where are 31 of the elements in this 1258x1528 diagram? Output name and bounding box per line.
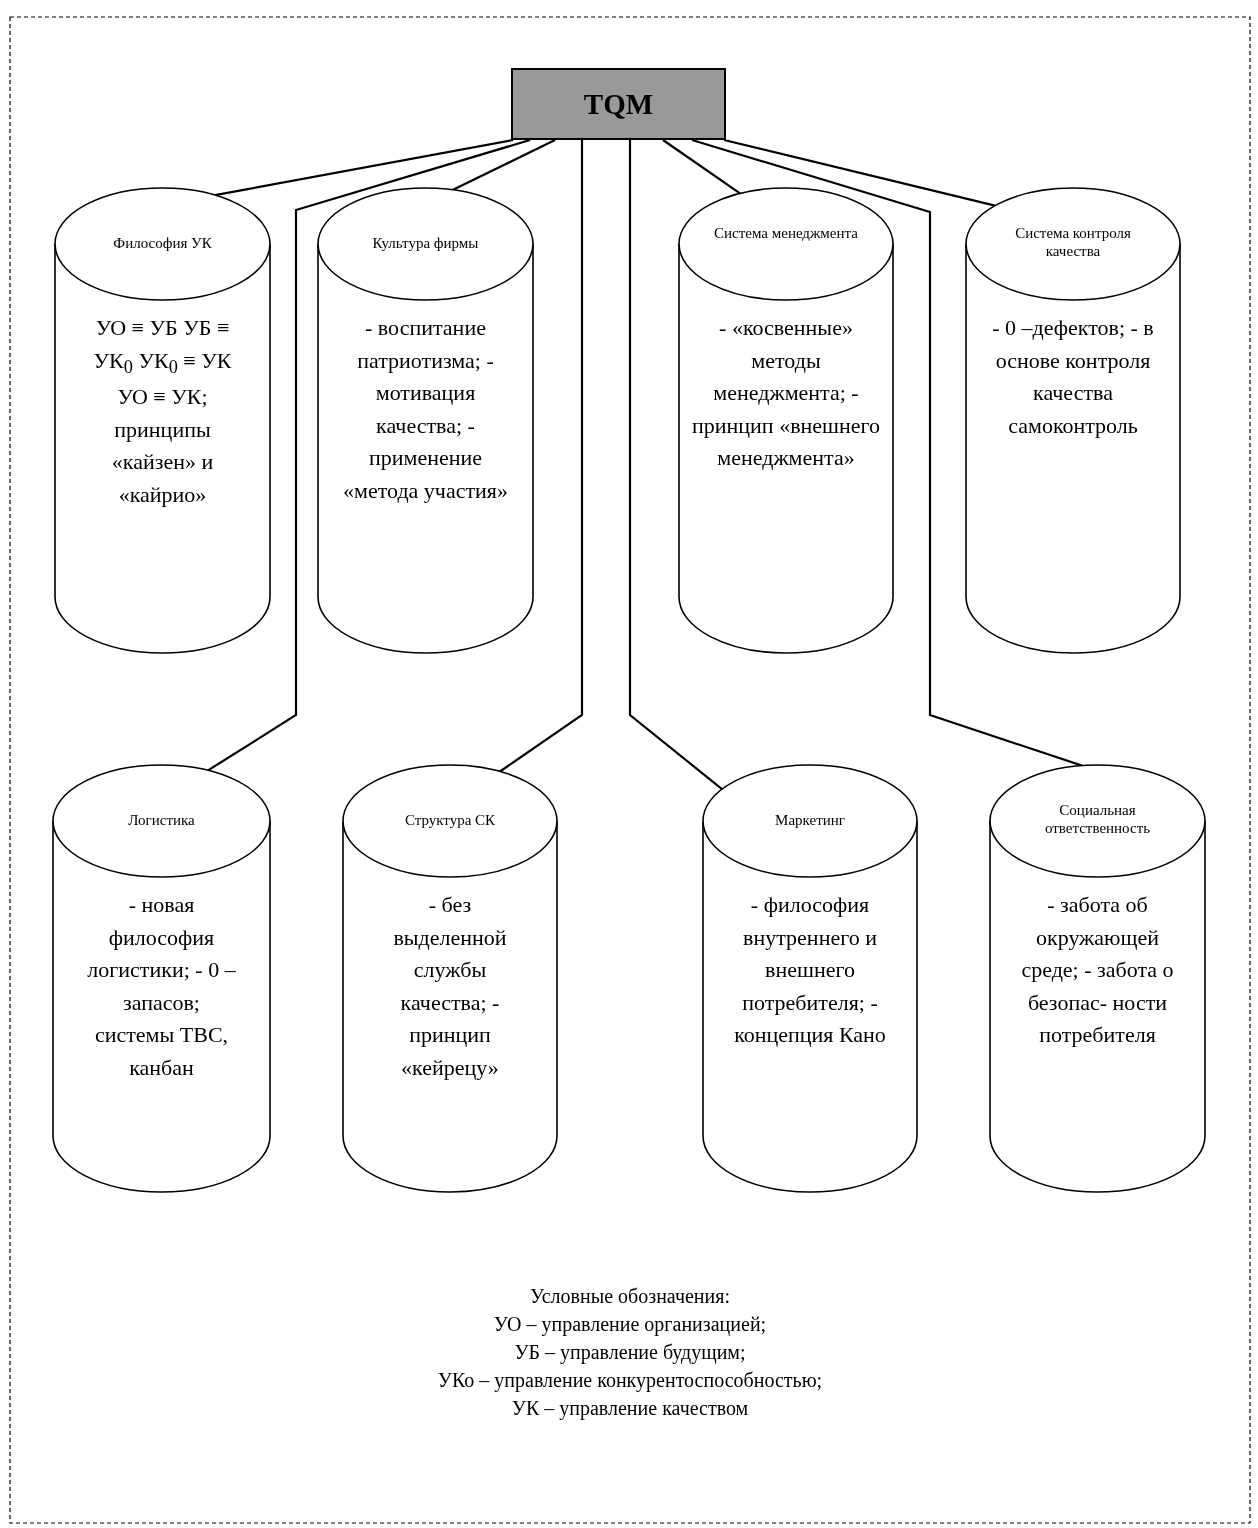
connector-line	[723, 138, 996, 207]
cylinder-heading: Структура СК	[403, 811, 497, 829]
connector-line	[214, 138, 514, 197]
cylinder-text: - философия внутреннего и внешнего потребителя; - концепция Кано	[733, 891, 887, 1050]
cylinder-text: - забота об окружающей среде; - забота о безопас- ности потребителя	[1020, 891, 1175, 1050]
legend-text: Условные обозначения:	[529, 1284, 731, 1309]
cylinder-text: - 0 –дефектов; - в основе контроля качества самоконтроль	[991, 314, 1155, 440]
legend-text: УО – управление организацией;	[492, 1312, 768, 1338]
cylinder-heading: Логистика	[127, 811, 196, 829]
cylinder-heading: Культура фирмы	[371, 234, 480, 252]
cylinder-heading: Система менеджмента	[713, 224, 859, 242]
cylinder-heading: Социальная ответственность	[1043, 801, 1152, 837]
legend-text: УК – управление качеством	[510, 1396, 750, 1422]
cylinder-text: - без выделенной службы качества; - принцип «кейрецу»	[392, 891, 508, 1082]
box-title: TQM	[583, 87, 654, 121]
title-box	[511, 68, 726, 140]
connector-line	[691, 138, 1083, 767]
connector-line	[499, 140, 584, 773]
connector-line	[628, 140, 723, 790]
cylinder-heading: Маркетинг	[774, 811, 846, 829]
cylinder-text: - новая философия логистики; - 0 –запасов; системы ТВС, канбан	[86, 891, 237, 1082]
legend-text: УКо – управление конкурентоспособностью;	[436, 1368, 824, 1394]
cylinder-heading: Система контроля качества	[1014, 224, 1132, 260]
connector-line	[452, 139, 556, 191]
cylinder-heading: Философия УК	[112, 234, 213, 252]
legend-text: УБ – управление будущим;	[513, 1340, 747, 1366]
cylinder-text: - «косвенные» методы менеджмента; - принцип «внешнего менеджмента»	[691, 314, 881, 473]
cylinder-text: - воспитание патриотизма; - мотивация качества; - применение «метода участия»	[342, 314, 509, 505]
cylinder-text: УО ≡ УБ УБ ≡ УК$_{0}$ УК$_{0}$ ≡ УК УО ≡ УК; принципы «кайзен» и «кайрио»	[92, 314, 233, 509]
connector-line	[207, 138, 531, 772]
connector-line	[662, 139, 741, 195]
